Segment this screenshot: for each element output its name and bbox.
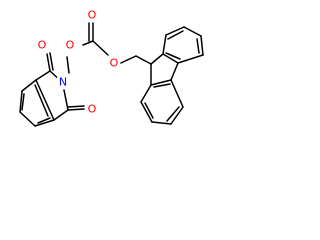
ester-oxygen-label: O [110, 57, 119, 70]
imide-lower-oxygen-label: O [88, 103, 97, 116]
imide-nitrogen-label: N [59, 76, 67, 89]
bond-upper-carbonyl-double-a [46, 53, 51, 72]
bond-lower-carbonyl-double-a [67, 108, 85, 111]
bond-benzo-inner-3 [34, 84, 49, 117]
atom-bg-ester-o [108, 57, 120, 69]
bond-ch2-to-fluorene-c9 [135, 55, 152, 65]
bond-upper-benzene-inner-1 [167, 30, 184, 40]
bond-upper-benzene-a [162, 34, 167, 55]
bond-lower-benzene-d [170, 106, 184, 125]
bond-linkerO-to-carbonyl-c [82, 40, 94, 46]
bond-lower-benzene-b [140, 101, 153, 123]
bond-upper-carbonyl-double-b [49, 52, 54, 71]
bond-lower-benzene-e [170, 79, 184, 108]
bond-n-to-linker-o [66, 56, 70, 74]
bond-benzo-b [19, 90, 23, 113]
bond-five-ring-a [162, 53, 179, 64]
structure-diagram: O O O N O O [19, 9, 204, 127]
bond-lower-benzene-inner-3 [153, 83, 171, 88]
bond-ester-o-to-ch2 [120, 55, 137, 64]
bond-carbonyl-c-to-ester-o [92, 40, 109, 56]
bond-benzo-inner-1 [21, 93, 25, 111]
bond-upper-benzene-inner-2 [196, 38, 200, 54]
bond-five-ring-c [150, 79, 172, 86]
imide-upper-oxygen-label: O [38, 39, 47, 52]
bond-benzo-c [19, 111, 36, 127]
bond-fluorene-c9-to-top-ring [150, 53, 164, 65]
bond-upper-carbonyl-to-ring [35, 70, 51, 81]
atom-bg-imide-upper-o [36, 39, 48, 51]
atom-labels: O O O N O O [36, 9, 120, 116]
bond-lower-benzene-inner-2 [166, 106, 180, 122]
atom-bg-linker-o [64, 39, 76, 51]
bond-upper-benzene-b [165, 26, 185, 36]
bond-upper-benzene-inner-3 [165, 52, 181, 60]
bond-five-ring-b [170, 62, 179, 81]
bond-benzo-inner-2 [37, 117, 51, 124]
bond-lower-benzene-c [151, 121, 172, 125]
atom-bg-imide-lower-o [86, 103, 98, 115]
carbonyl-oxygen-label: O [88, 9, 97, 22]
bond-lower-benzene-a [140, 84, 152, 103]
bond-benzo-a [21, 79, 37, 92]
atom-bg-carbonyl-o [86, 9, 98, 21]
bonds [19, 22, 204, 127]
linker-oxygen-label: O [66, 39, 75, 52]
bond-upper-benzene-d [200, 35, 204, 56]
bond-lower-benzene-inner-1 [144, 102, 154, 119]
bond-lower-carbonyl-to-ring [53, 109, 69, 121]
bond-benzo-d [34, 119, 55, 127]
atom-bg-imide-n [57, 76, 69, 88]
bond-lower-carbonyl-double-b [67, 105, 85, 108]
bond-upper-benzene-e [177, 54, 204, 64]
bond-upper-benzene-c [183, 26, 202, 37]
bond-benzo-e [35, 79, 55, 121]
